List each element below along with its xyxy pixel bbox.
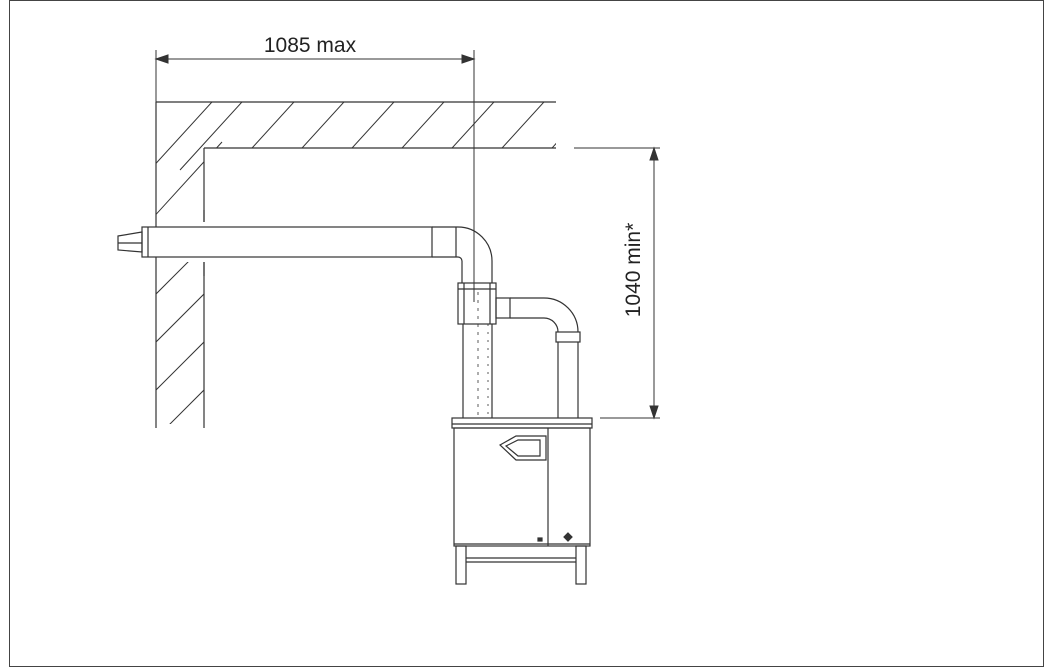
dimension-label-horizontal: 1085 max: [264, 34, 357, 57]
boiler-unit: [451, 417, 593, 585]
control-panel-display: [498, 435, 547, 461]
ceiling-wall-structure: [155, 101, 556, 428]
flue-pipe-horizontal: [432, 226, 493, 283]
wall-terminal: [117, 210, 433, 276]
dimension-vertical: [574, 146, 660, 420]
coupling-tee: [457, 282, 581, 418]
drawing-frame: [9, 0, 1044, 667]
dimension-label-vertical: 1040 min*: [622, 223, 645, 318]
dimension-horizontal: [154, 50, 476, 302]
flue-pipe-vertical: [462, 292, 493, 418]
